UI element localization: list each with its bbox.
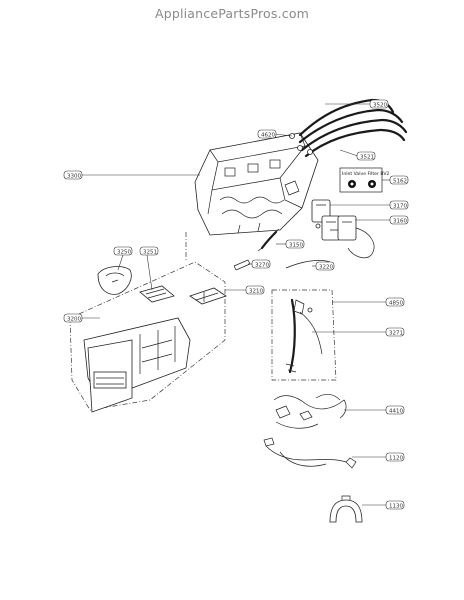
svg-text:1130: 1130 <box>389 504 403 510</box>
svg-text:3520: 3520 <box>373 103 387 109</box>
inlet-valve-label: Inlet Valve Filter BV2 <box>339 167 390 193</box>
callout-1120: 1120 <box>385 452 405 462</box>
callout-3301 <box>312 100 326 108</box>
svg-text:3200: 3200 <box>67 317 81 323</box>
inlet-valve-label-text: Inlet Valve Filter BV2 <box>342 171 390 177</box>
leader-lines <box>82 103 392 506</box>
wire-harness-long[interactable] <box>263 437 357 469</box>
svg-text:3300: 3300 <box>67 174 81 180</box>
svg-text:4620: 4620 <box>261 133 275 139</box>
hose-bracket-assembly[interactable] <box>271 289 337 381</box>
callout-3520: 3520 <box>369 99 389 109</box>
callout-3271: 3271 <box>385 327 405 337</box>
svg-text:3271: 3271 <box>389 331 403 337</box>
wire-harness-main[interactable] <box>273 394 347 429</box>
svg-text:3521: 3521 <box>360 155 374 161</box>
liquid-detergent-cup[interactable] <box>189 287 227 305</box>
svg-text:1120: 1120 <box>389 456 403 462</box>
callout-3220: 3220 <box>315 261 335 271</box>
detergent-drawer[interactable] <box>69 261 226 413</box>
wire-harness-small[interactable] <box>285 260 331 269</box>
callout-3300: 3300 <box>63 170 83 180</box>
svg-text:3170: 3170 <box>393 204 407 210</box>
drain-tube-small[interactable] <box>233 228 280 271</box>
svg-text:3210: 3210 <box>249 289 263 295</box>
callout-3200: 3200 <box>63 313 83 323</box>
svg-text:3160: 3160 <box>393 219 407 225</box>
svg-text:3251: 3251 <box>143 250 157 256</box>
hose-clamp[interactable] <box>329 495 363 523</box>
callout-3521: 3521 <box>356 151 376 161</box>
svg-text:3250: 3250 <box>117 250 131 256</box>
svg-text:4410: 4410 <box>389 409 403 415</box>
callout-3251: 3251 <box>139 246 159 256</box>
inlet-valves[interactable] <box>311 199 375 259</box>
svg-text:5162: 5162 <box>393 179 407 185</box>
callout-3160: 3160 <box>389 215 409 225</box>
inlet-hoses[interactable] <box>289 98 408 158</box>
callout-3210: 3210 <box>245 285 265 295</box>
callout-3270: 3270 <box>251 259 271 269</box>
softener-cup[interactable] <box>97 266 132 295</box>
callout-3250: 3250 <box>113 246 133 256</box>
callout-3150: 3150 <box>285 239 305 249</box>
site-watermark: AppliancePartsPros.com <box>154 6 310 21</box>
svg-text:4850: 4850 <box>389 301 403 307</box>
callout-5162: 5162 <box>389 175 409 185</box>
bleach-cup[interactable] <box>139 285 175 303</box>
svg-text:3220: 3220 <box>319 265 333 271</box>
callout-4410: 4410 <box>385 405 405 415</box>
callout-4620: 4620 <box>257 129 277 139</box>
callout-1130: 1130 <box>385 500 405 510</box>
callout-4850: 4850 <box>385 297 405 307</box>
svg-text:3270: 3270 <box>255 263 269 269</box>
callout-3170: 3170 <box>389 200 409 210</box>
svg-text:3150: 3150 <box>289 243 303 249</box>
